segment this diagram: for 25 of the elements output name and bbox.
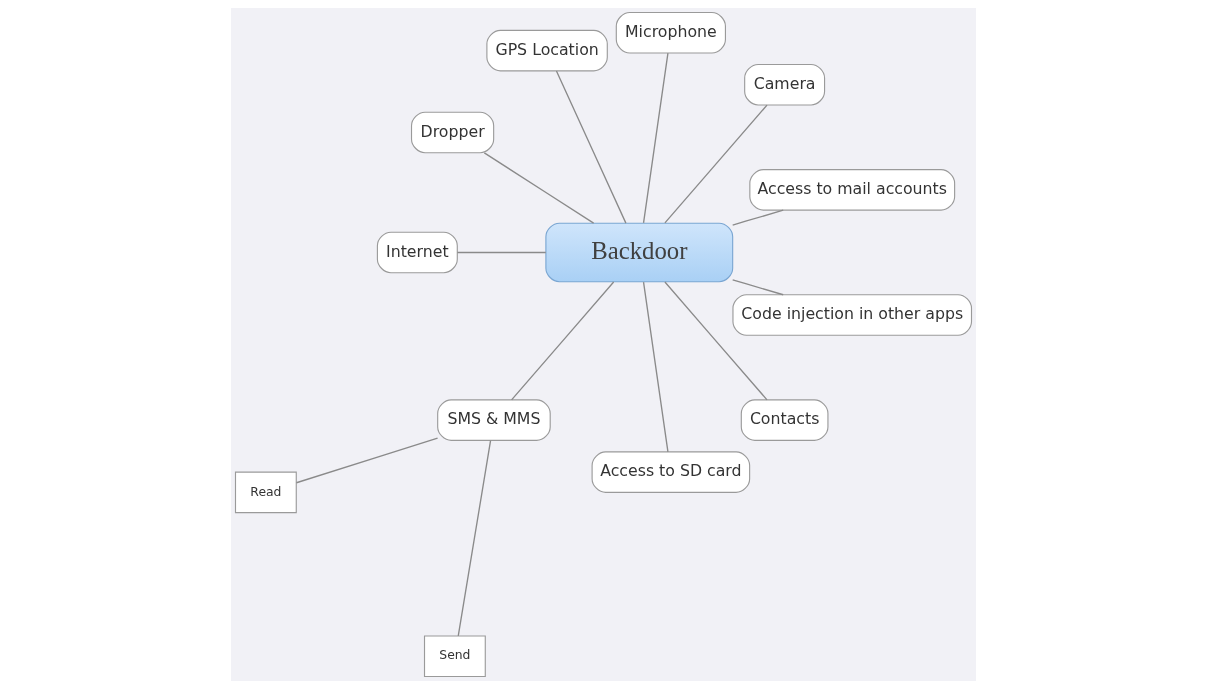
node-box: SMS & MMS (436, 399, 551, 441)
connector (663, 281, 768, 401)
connector (555, 70, 627, 224)
connector (642, 52, 669, 224)
connector (642, 281, 669, 453)
connector (731, 279, 784, 296)
node-box: Access to SD card (591, 451, 750, 493)
node-box: Contacts (740, 399, 828, 441)
node-box: Send (423, 635, 486, 678)
connector (483, 152, 594, 224)
connector (663, 104, 768, 224)
connector (731, 209, 784, 226)
connector (510, 281, 614, 401)
connector (457, 440, 491, 637)
node-box: GPS Location (485, 29, 608, 72)
connector (295, 437, 438, 484)
node-box: Access to mail accounts (748, 169, 955, 211)
node-box: Backdoor (544, 222, 733, 283)
node-box: Microphone (615, 11, 726, 54)
node-box: Internet (376, 231, 458, 274)
connector (456, 251, 546, 254)
node-box: Read (234, 471, 297, 514)
node-box: Code injection in other apps (731, 294, 972, 336)
node-box: Camera (743, 63, 825, 106)
node-box: Dropper (410, 111, 494, 154)
